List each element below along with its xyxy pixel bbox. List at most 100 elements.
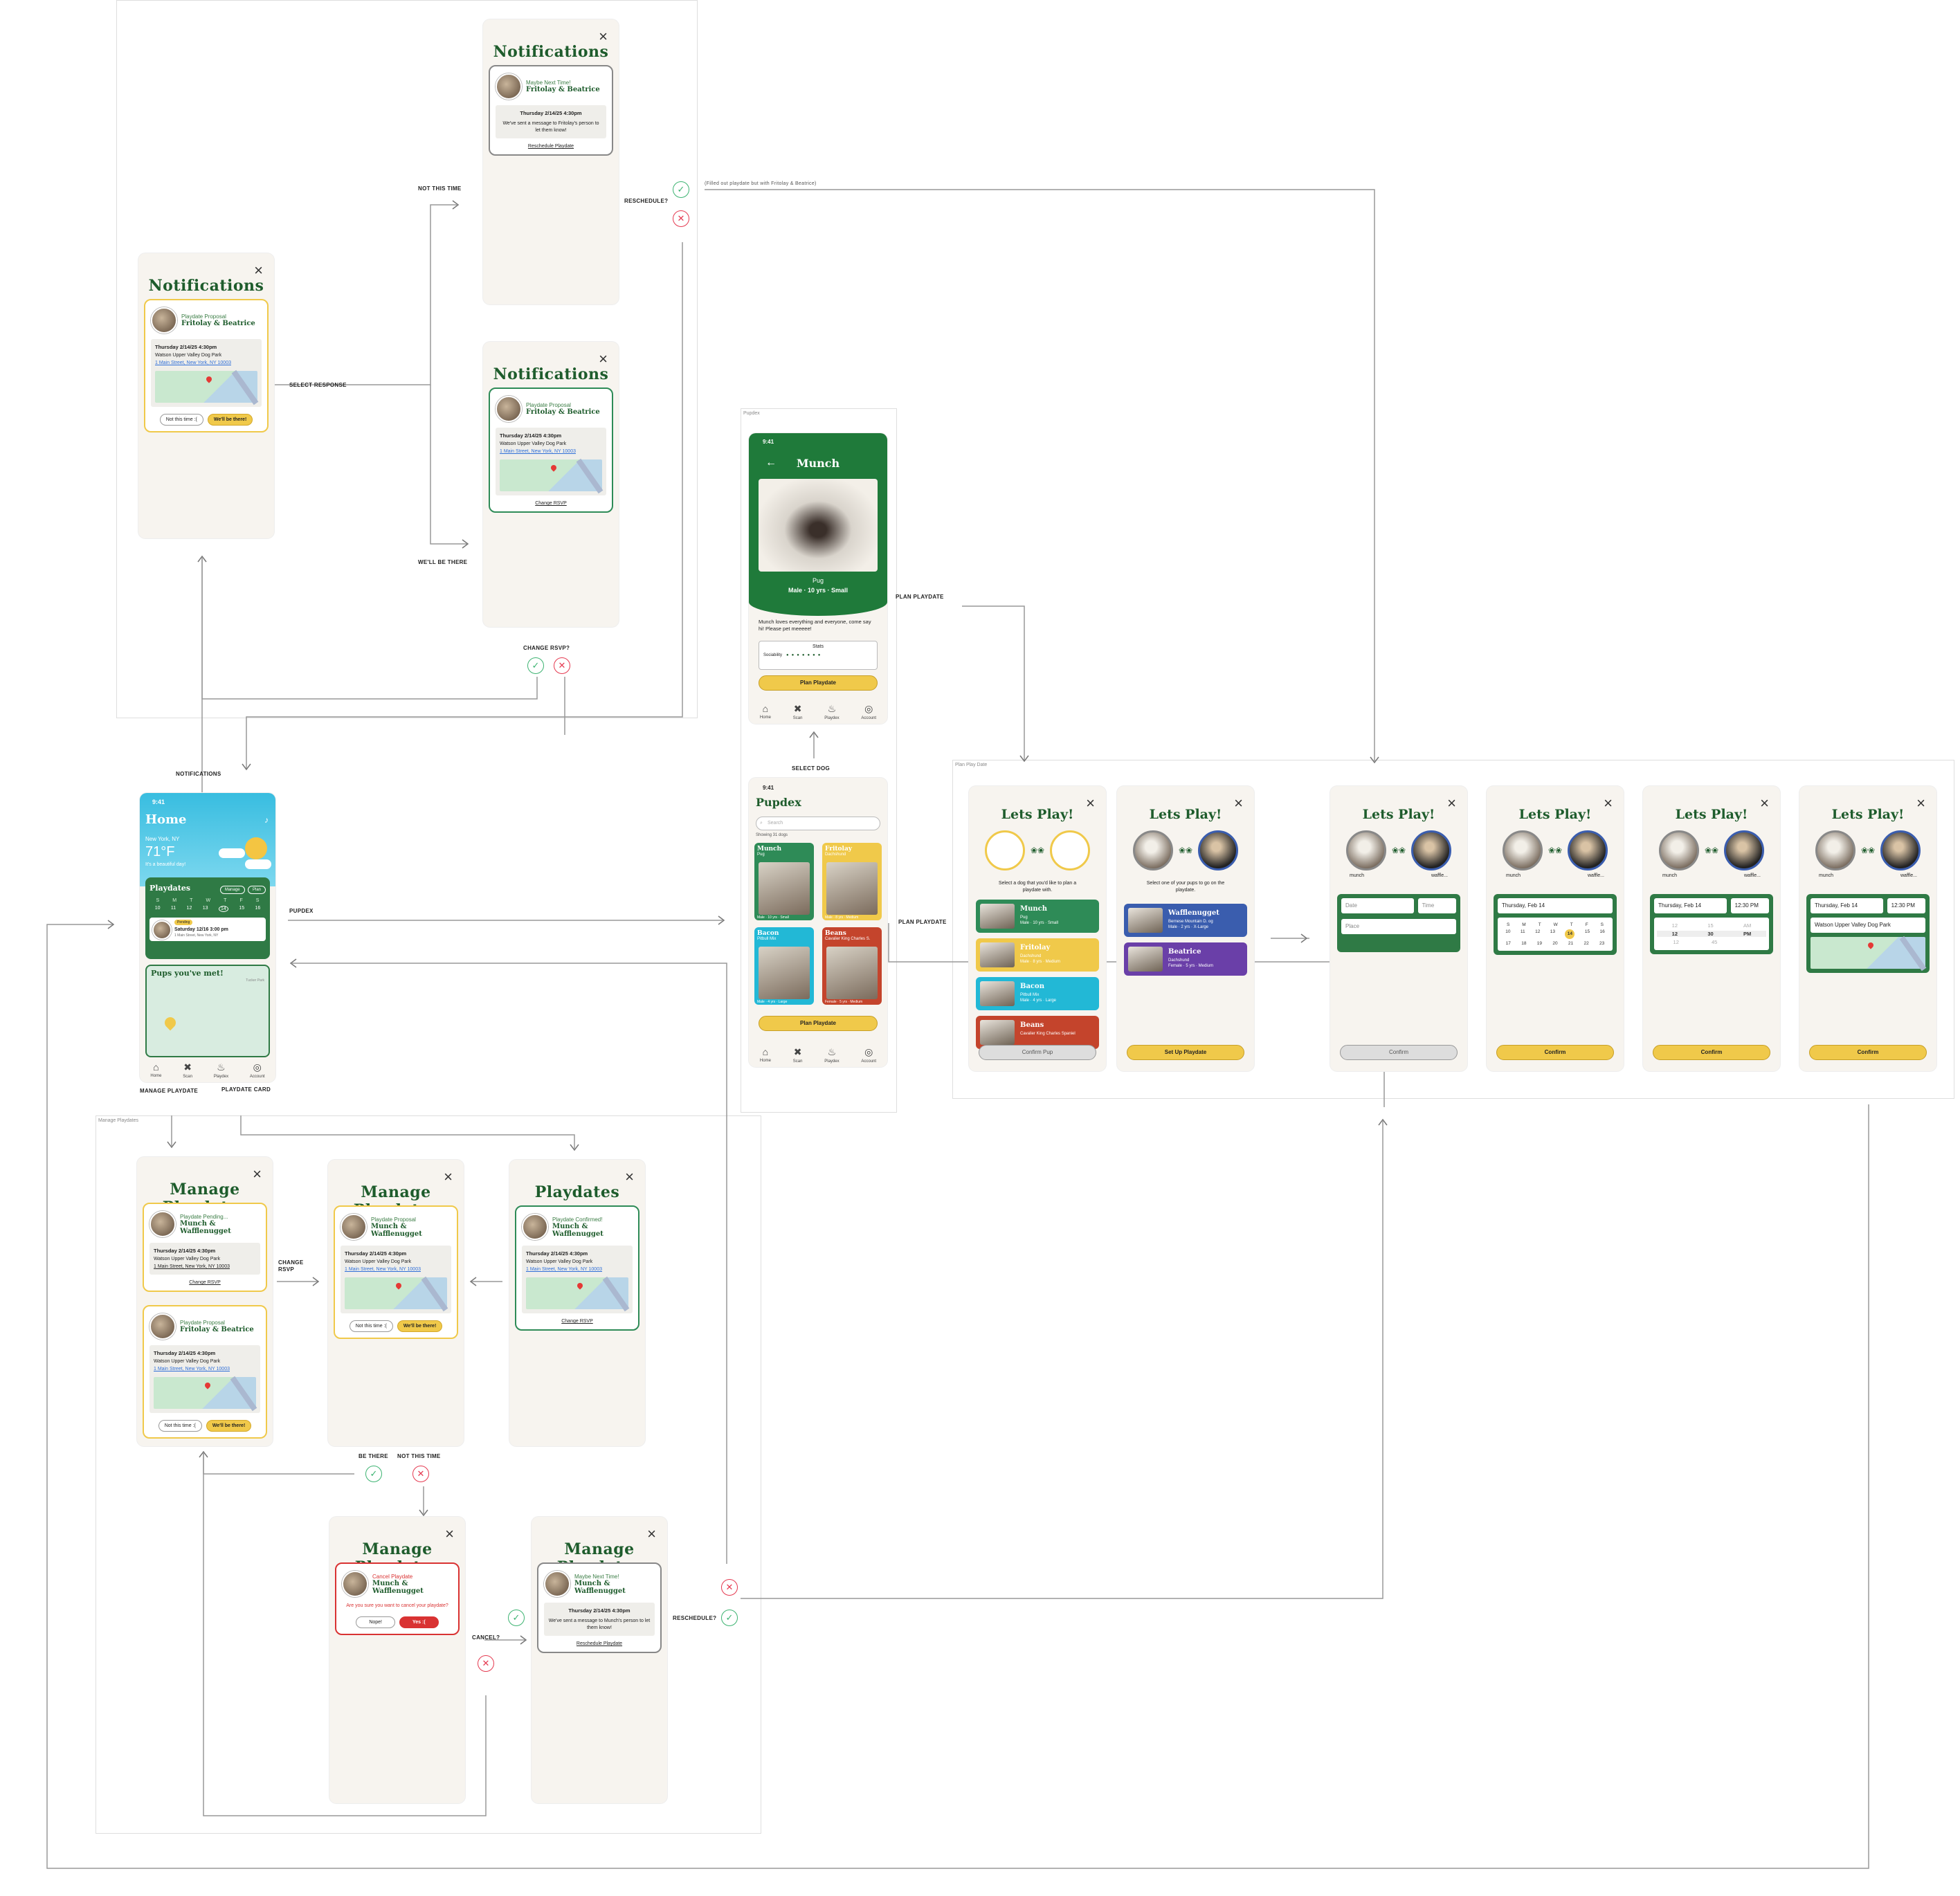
pending-card[interactable]: Playdate Pending... Munch & Wafflenugget… (143, 1203, 267, 1292)
pup-photo-2[interactable] (1198, 830, 1239, 870)
time-wheel-value[interactable]: PM (1743, 931, 1752, 937)
confirm-pup-button[interactable]: Confirm Pup (979, 1045, 1096, 1060)
calendar-date[interactable]: 16 (255, 906, 261, 911)
change-rsvp-link[interactable]: Change RSVP (535, 501, 567, 506)
be-there-icon[interactable]: ✓ (365, 1466, 382, 1482)
nav-home[interactable]: ⌂Home (759, 703, 771, 720)
time-wheel-value[interactable]: AM (1743, 922, 1752, 929)
well-be-there-button[interactable]: We'll be there! (207, 414, 253, 426)
maybe-card[interactable]: Maybe Next Time! Munch & Wafflenugget Th… (537, 1562, 662, 1653)
calendar-date[interactable]: 10 (1505, 929, 1511, 934)
proposal-card[interactable]: Playdate Proposal Munch & Wafflenugget T… (334, 1205, 458, 1339)
back-arrow-icon[interactable]: ← (765, 457, 777, 468)
close-icon[interactable]: × (599, 350, 608, 367)
plan-playdate-button[interactable]: Plan Playdate (759, 675, 878, 691)
calendar-date[interactable]: 11 (170, 906, 176, 911)
close-icon[interactable]: × (1916, 794, 1925, 812)
not-this-time-icon[interactable]: ✕ (412, 1466, 429, 1482)
date-input[interactable]: Thursday, Feb 14 (1654, 898, 1727, 913)
reschedule-2-no-icon[interactable]: ✕ (721, 1579, 738, 1596)
not-this-time-button[interactable]: Not this time :( (159, 414, 203, 426)
calendar-date[interactable]: 15 (1584, 929, 1590, 934)
not-this-time-button[interactable]: Not this time :( (349, 1320, 393, 1332)
nav-account[interactable]: ◎Account (249, 1061, 265, 1079)
date-input[interactable]: Thursday, Feb 14 (1498, 898, 1613, 913)
nav-playdex[interactable]: ♨Playdex (824, 702, 840, 720)
calendar-date[interactable]: 10 (154, 906, 161, 911)
change-rsvp-yes-icon[interactable]: ✓ (527, 657, 544, 674)
confirm-button[interactable]: Confirm (1496, 1045, 1614, 1060)
manage-button[interactable]: Manage (219, 886, 245, 894)
time-wheel-value[interactable]: 30 (1707, 931, 1714, 937)
plan-playdate-button[interactable]: Plan Playdate (759, 1016, 878, 1031)
pup-slot-1[interactable] (984, 830, 1025, 870)
close-icon[interactable]: × (1604, 794, 1613, 812)
calendar-date[interactable]: 12 (186, 906, 192, 911)
nav-scan[interactable]: ✖Scan (792, 1046, 803, 1064)
reschedule-link[interactable]: Reschedule Playdate (527, 144, 574, 149)
time-wheel-value[interactable]: 12 (1671, 922, 1678, 929)
calendar-date[interactable]: 13 (202, 906, 208, 911)
notification-card[interactable]: Maybe Next Time! Fritolay & Beatrice Thu… (489, 65, 613, 156)
map[interactable] (526, 1277, 628, 1309)
calendar-date[interactable]: 16 (1599, 929, 1605, 934)
time-input[interactable]: 12:30 PM (1887, 898, 1925, 913)
time-wheel-value[interactable]: 45 (1711, 939, 1718, 945)
reschedule-2-yes-icon[interactable]: ✓ (721, 1610, 738, 1626)
reschedule-link[interactable]: Reschedule Playdate (576, 1641, 623, 1646)
close-icon[interactable]: × (647, 1525, 656, 1542)
date-input[interactable]: Date (1341, 898, 1414, 913)
well-be-there-button[interactable]: We'll be there! (397, 1320, 443, 1332)
map[interactable] (154, 1377, 256, 1409)
cancel-card[interactable]: Cancel Playdate Munch & Wafflenugget Are… (335, 1562, 460, 1635)
well-be-there-button[interactable]: We'll be there! (206, 1420, 252, 1432)
change-rsvp-no-icon[interactable]: ✕ (554, 657, 570, 674)
nav-account[interactable]: ◎Account (861, 1046, 877, 1064)
calendar-date[interactable]: 22 (1584, 941, 1589, 946)
pup-slot-2[interactable] (1050, 830, 1091, 870)
nav-scan[interactable]: ✖Scan (792, 702, 803, 720)
place-input[interactable]: Watson Upper Valley Dog Park (1811, 918, 1925, 933)
calendar-date[interactable]: 12 (1535, 929, 1541, 934)
search-input[interactable]: ⌕ Search (756, 817, 880, 830)
proposal-card[interactable]: Playdate Proposal Fritolay & Beatrice Th… (143, 1305, 267, 1439)
time-wheel-value[interactable]: 15 (1707, 922, 1714, 929)
set-up-playdate-button[interactable]: Set Up Playdate (1127, 1045, 1244, 1060)
calendar-date[interactable]: 19 (1536, 941, 1543, 946)
nav-account[interactable]: ◎Account (861, 702, 877, 720)
calendar-date[interactable]: 15 (239, 906, 245, 911)
calendar-date[interactable]: 11 (1520, 929, 1525, 934)
cancel-no-icon[interactable]: ✕ (478, 1655, 494, 1672)
calendar-date[interactable]: 18 (1521, 941, 1527, 946)
reschedule-no-icon[interactable]: ✕ (673, 210, 689, 227)
calendar-date[interactable]: 23 (1599, 941, 1605, 946)
nope-button[interactable]: Nope! (356, 1616, 395, 1628)
yes-cancel-button[interactable]: Yes :( (399, 1616, 439, 1628)
close-icon[interactable]: × (444, 1168, 453, 1185)
confirm-button[interactable]: Confirm (1653, 1045, 1770, 1060)
map[interactable] (1811, 937, 1925, 969)
calendar-date[interactable]: 14 (1565, 929, 1575, 939)
reschedule-yes-icon[interactable]: ✓ (673, 181, 689, 198)
place-input[interactable]: Place (1341, 919, 1456, 934)
time-input[interactable]: 12:30 PM (1730, 898, 1769, 913)
calendar-date[interactable]: 13 (1550, 929, 1555, 934)
pups-met-widget[interactable]: Pups you've met! Tucker Park (145, 965, 270, 1057)
plan-button[interactable]: Plan (247, 886, 266, 894)
pup-photo-1[interactable] (1132, 830, 1173, 870)
notification-card[interactable]: Playdate Proposal Fritolay & Beatrice Th… (144, 299, 269, 432)
map[interactable] (500, 459, 602, 491)
close-icon[interactable]: × (1086, 794, 1095, 812)
time-input[interactable]: Time (1417, 898, 1456, 913)
notification-card[interactable]: Playdate Proposal Fritolay & Beatrice Th… (489, 388, 613, 513)
